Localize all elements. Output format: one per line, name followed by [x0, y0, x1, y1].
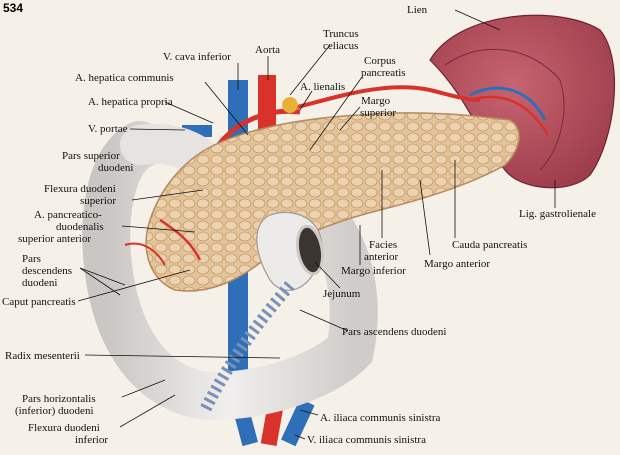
label-lig-gastrolienale: Lig. gastrolienale	[519, 208, 596, 220]
label-pars-ascendens-duodeni: Pars ascendens duodeni	[342, 326, 447, 338]
label-corpus-pancreatis-2: pancreatis	[361, 67, 406, 79]
label-cauda-pancreatis: Cauda pancreatis	[452, 239, 528, 251]
label-aorta: Aorta	[255, 44, 281, 56]
label-flexura-superior-1: Flexura duodeni	[44, 183, 116, 195]
label-facies-anterior-2: anterior	[364, 251, 399, 263]
jejunum	[256, 211, 325, 291]
label-radix-mesenterii: Radix mesenterii	[5, 350, 80, 362]
label-pars-descendens-2: descendens	[22, 265, 73, 277]
label-jejunum: Jejunum	[323, 288, 361, 300]
leader-lines	[77, 9, 556, 440]
label-a-lienalis: A. lienalis	[300, 81, 346, 93]
spleen	[429, 14, 616, 189]
label-truncus-celiacus-1: Truncus	[323, 28, 359, 40]
label-a-hepatica-communis: A. hepatica communis	[75, 72, 174, 84]
label-margo-inferior: Margo inferior	[341, 265, 406, 277]
label-truncus-celiacus-2: celiacus	[323, 40, 359, 52]
label-pars-descendens-1: Pars	[22, 253, 41, 265]
label-a-pancreaticoduodenalis-2: duodenalis	[56, 221, 104, 233]
label-flexura-superior-2: superior	[80, 195, 117, 207]
label-v-portae: V. portae	[88, 123, 128, 135]
pancreas	[124, 112, 520, 292]
label-pars-descendens-3: duodeni	[22, 277, 58, 289]
radix-mesenterii	[199, 281, 295, 413]
label-flexura-inferior-2: inferior	[75, 434, 108, 446]
label-pars-superior-2: duodeni	[98, 162, 134, 174]
label-margo-superior-2: superior	[360, 107, 397, 119]
label-a-pancreaticoduodenalis-3: superior anterior	[18, 233, 91, 245]
label-caput-pancreatis: Caput pancreatis	[2, 296, 76, 308]
label-margo-superior-1: Margo	[361, 95, 391, 107]
label-a-hepatica-propria: A. hepatica propria	[88, 96, 173, 108]
label-lien: Lien	[407, 4, 428, 16]
label-a-iliaca-communis-sinistra: A. iliaca communis sinistra	[320, 412, 441, 424]
label-corpus-pancreatis-1: Corpus	[364, 55, 396, 67]
label-margo-anterior: Margo anterior	[424, 258, 491, 270]
label-pars-superior-1: Pars superior	[62, 150, 120, 162]
label-v-iliaca-communis-sinistra: V. iliaca communis sinistra	[307, 434, 426, 446]
label-v-cava-inferior: V. cava inferior	[163, 51, 231, 63]
label-pars-horizontalis-2: (inferior) duodeni	[15, 405, 94, 417]
label-flexura-inferior-1: Flexura duodeni	[28, 422, 100, 434]
page-number: 534	[3, 1, 24, 15]
label-facies-anterior-1: Facies	[369, 239, 398, 251]
label-a-pancreaticoduodenalis-1: A. pancreatico-	[34, 209, 102, 221]
label-pars-horizontalis-1: Pars horizontalis	[22, 393, 96, 405]
